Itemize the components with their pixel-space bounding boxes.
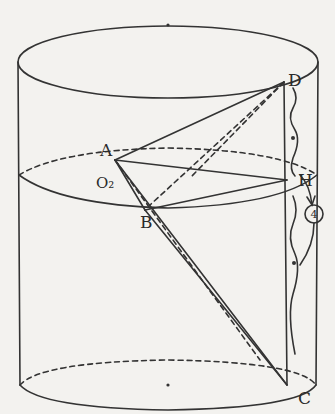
dashed-line xyxy=(150,82,284,205)
segment-AC xyxy=(115,160,287,385)
point-label: C xyxy=(298,390,311,407)
dot xyxy=(291,136,295,140)
dashed-line xyxy=(115,160,260,360)
section-back xyxy=(19,148,317,175)
point-label: 4 xyxy=(311,209,318,220)
circle-mark xyxy=(305,205,323,223)
brace xyxy=(290,196,297,354)
segment-BH xyxy=(145,180,287,210)
point-label: O₂ xyxy=(96,176,114,191)
segment-AD xyxy=(115,82,284,160)
section-front xyxy=(19,175,317,208)
dot xyxy=(166,23,169,26)
brace xyxy=(290,88,297,176)
dot xyxy=(166,383,169,386)
dot xyxy=(292,261,296,265)
point-label: A xyxy=(100,142,112,159)
segment-DC xyxy=(284,82,287,385)
point-label: D xyxy=(288,72,302,89)
bottom-front xyxy=(20,385,316,410)
arrow-curve xyxy=(300,223,314,265)
cylinder-side xyxy=(18,62,20,385)
point-label: B xyxy=(140,214,153,231)
segment-AB xyxy=(115,160,145,210)
segment-BC xyxy=(145,210,287,385)
point-label: H xyxy=(298,172,313,189)
dashed-line xyxy=(190,82,284,178)
segment-AH xyxy=(115,160,287,180)
arrow-head xyxy=(307,196,315,205)
